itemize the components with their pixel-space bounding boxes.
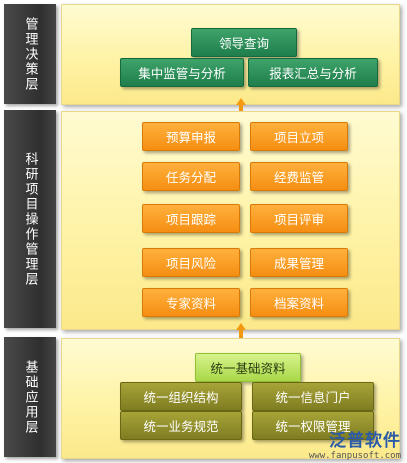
layer-label-base: 基础应用层 [4, 337, 56, 457]
watermark-url: www.fanpusoft.com [308, 451, 401, 461]
watermark: 泛普软件 www.fanpusoft.com [309, 426, 401, 461]
node-project-review[interactable]: 项目评审 [250, 204, 348, 233]
node-unified-business-rules[interactable]: 统一业务规范 [120, 411, 242, 440]
node-archive-data[interactable]: 档案资料 [250, 288, 348, 317]
node-unified-permissions[interactable]: 统一权限管理 [252, 411, 374, 440]
layer-label-management: 管理决策层 [4, 4, 56, 104]
layer-label-text: 科研项目操作管理层 [22, 151, 38, 287]
watermark-logo: 泛普软件 [329, 431, 401, 451]
node-unified-org[interactable]: 统一组织结构 [120, 382, 242, 411]
node-expert-data[interactable]: 专家资料 [142, 288, 240, 317]
node-project-risk[interactable]: 项目风险 [142, 248, 240, 277]
layer-label-text: 管理决策层 [22, 16, 38, 92]
layer-panel-base: 统一基础资料 统一组织结构 统一信息门户 统一业务规范 统一权限管理 [61, 338, 400, 459]
node-report-summary[interactable]: 报表汇总与分析 [248, 58, 378, 87]
up-arrow-icon [236, 323, 246, 339]
node-leader-query[interactable]: 领导查询 [191, 28, 297, 57]
node-fund-monitor[interactable]: 经费监管 [250, 162, 348, 191]
node-central-monitor[interactable]: 集中监管与分析 [120, 58, 244, 87]
node-task-assign[interactable]: 任务分配 [142, 162, 240, 191]
node-budget-declare[interactable]: 预算申报 [142, 122, 240, 151]
layer-panel-management: 领导查询 集中监管与分析 报表汇总与分析 [61, 4, 400, 105]
node-unified-portal[interactable]: 统一信息门户 [252, 382, 374, 411]
layer-label-text: 基础应用层 [22, 359, 38, 435]
node-result-manage[interactable]: 成果管理 [250, 248, 348, 277]
node-project-track[interactable]: 项目跟踪 [142, 204, 240, 233]
node-unified-base-data[interactable]: 统一基础资料 [195, 353, 301, 382]
layer-label-operation: 科研项目操作管理层 [4, 110, 56, 328]
layer-panel-operation: 预算申报 项目立项 任务分配 经费监管 项目跟踪 项目评审 项目风险 成果管理 … [61, 111, 400, 330]
node-project-setup[interactable]: 项目立项 [250, 122, 348, 151]
up-arrow-icon [236, 98, 246, 114]
